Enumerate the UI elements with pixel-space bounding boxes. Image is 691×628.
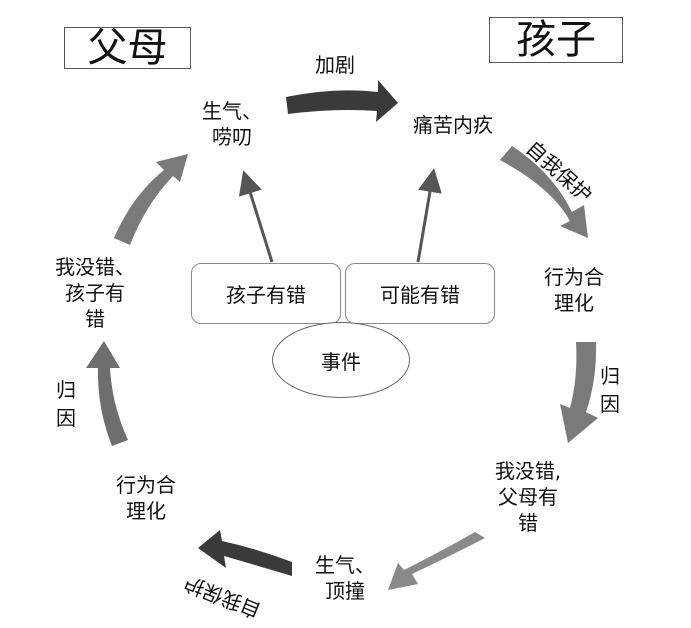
thin-arrow-possible-fault [416, 168, 442, 263]
box-child-fault: 孩子有错 [191, 263, 341, 324]
title-child: 孩子 [489, 17, 623, 63]
arrow-attribution-left [86, 341, 128, 446]
node-child-rationalize: 行为合 理化 [544, 265, 604, 315]
arrow-to-child-angry [388, 532, 485, 590]
arrow-intensify [286, 80, 398, 122]
node-child-blame: 我没错, 父母有 错 [494, 459, 562, 535]
node-parent-rationalize: 行为合 理化 [116, 473, 176, 523]
arrow-to-parent-angry [114, 154, 188, 245]
label-attribution-right: 归因 [598, 362, 622, 418]
label-attribution-right-text: 归因 [600, 364, 620, 416]
event-ellipse: 事件 [272, 322, 410, 398]
node-parent-blame: 我没错、 孩子有 错 [55, 255, 135, 331]
arrow-self-protect-top [500, 146, 588, 238]
arrow-self-protect-bottom [198, 530, 292, 576]
thin-arrow-child-fault [238, 170, 274, 263]
label-attribution-left: 归因 [54, 376, 78, 432]
arrow-attribution-right [560, 342, 598, 443]
label-intensify: 加剧 [315, 53, 355, 77]
node-child-pain: 痛苦内疚 [413, 113, 493, 137]
box-possible-fault: 可能有错 [345, 263, 495, 324]
node-child-angry: 生气、 顶撞 [315, 553, 375, 603]
title-parent: 父母 [64, 27, 191, 69]
node-parent-angry: 生气、 唠叨 [202, 99, 262, 149]
label-attribution-left-text: 归因 [56, 378, 76, 430]
